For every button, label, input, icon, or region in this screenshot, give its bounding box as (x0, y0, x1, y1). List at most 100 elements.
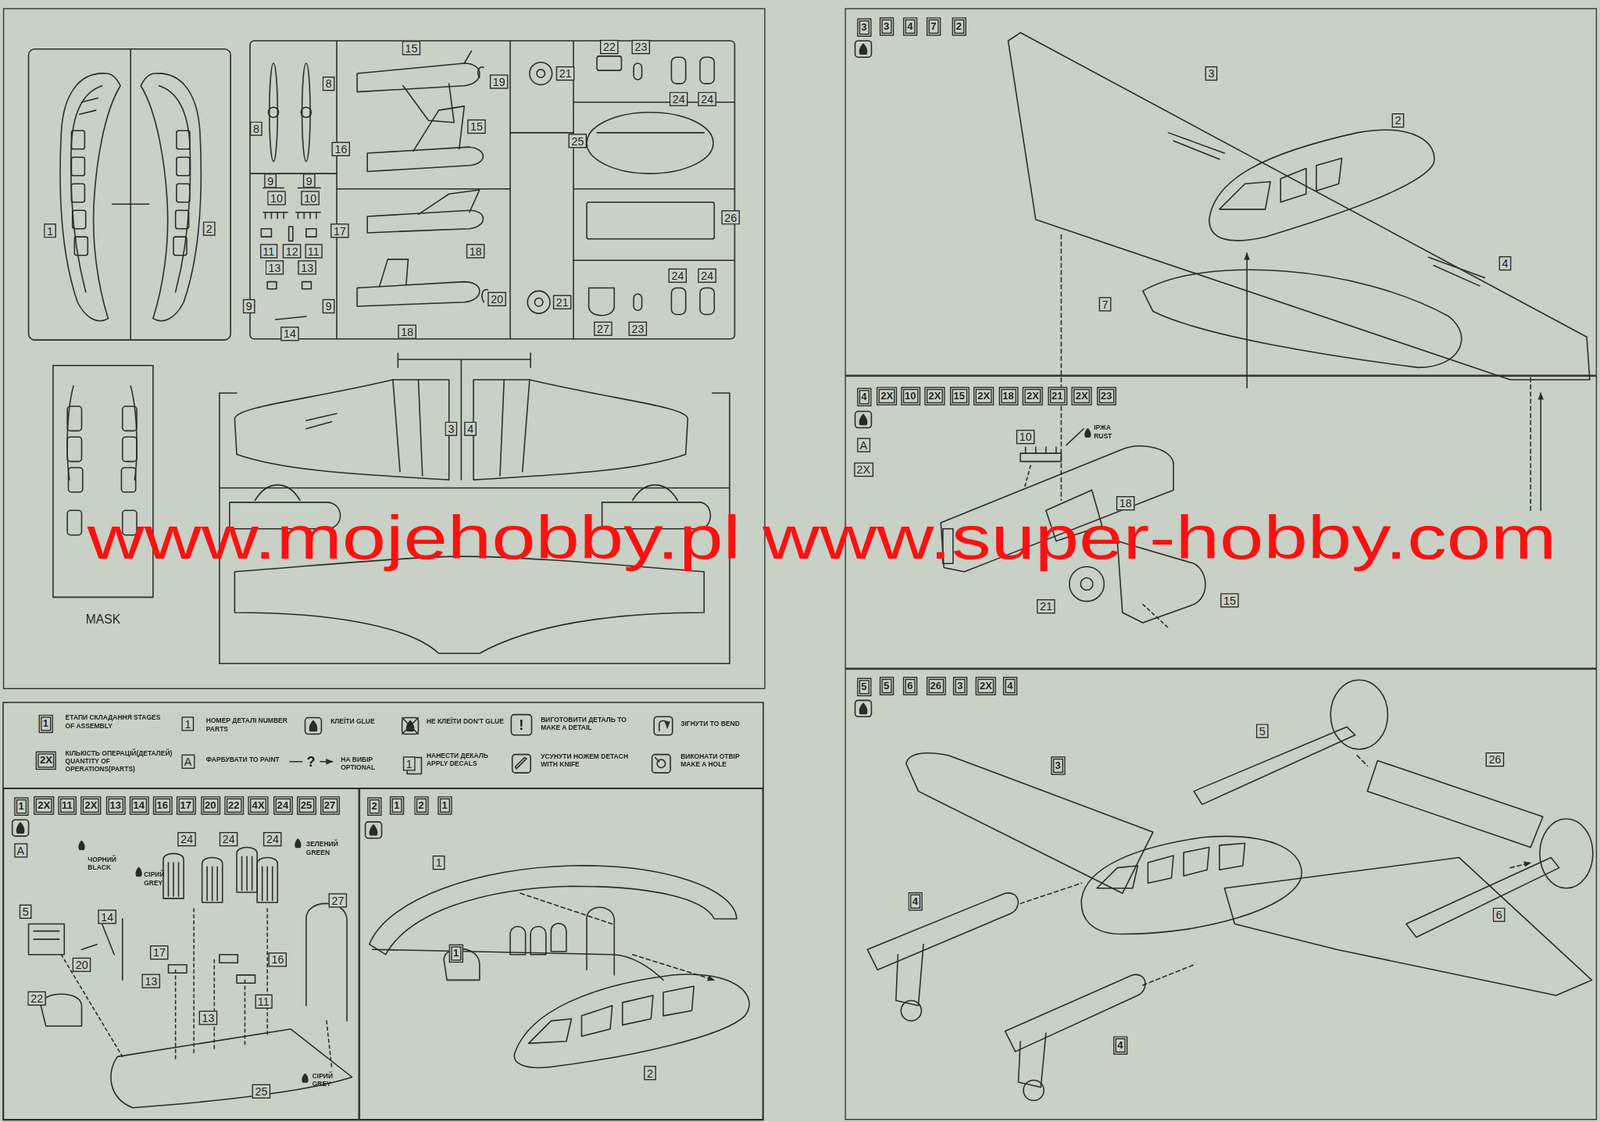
callout-number: 3 (1050, 756, 1065, 775)
callout-number: 4 (1113, 1035, 1128, 1055)
glue-icon (855, 411, 872, 429)
step4-drawing (1024, 465, 1031, 489)
callout-number: 24 (697, 268, 717, 283)
step5-drawing (1018, 1032, 1047, 1087)
step2-drawing (528, 985, 695, 1043)
callout-number: 2X (924, 386, 945, 406)
step4-drawing (1142, 604, 1169, 629)
step2-drawing (369, 865, 737, 955)
fuselage-sprue (129, 49, 132, 340)
step5-drawing (1330, 679, 1388, 750)
callout-number: 11 (259, 243, 278, 258)
step1-drawing (60, 954, 332, 1068)
parts-sprue (263, 212, 321, 219)
parts-sprue (509, 40, 511, 340)
step-number: 2 (367, 796, 382, 816)
callout-number: 27 (328, 892, 348, 908)
step1-drawing (236, 975, 256, 983)
fuselage-sprue (175, 210, 190, 229)
wing-sprue (473, 379, 688, 480)
fuselage-sprue (140, 73, 201, 322)
callout-number: 5 (19, 904, 33, 919)
step2-drawing (586, 907, 615, 975)
parts-sprue (335, 40, 338, 340)
parts-sprue (336, 188, 511, 190)
step3-drawing (1539, 392, 1542, 511)
glue-icon (365, 821, 383, 839)
callout-number: 2X (876, 386, 897, 406)
paint-note: ЗЕЛЕНИЙ GREEN (306, 839, 350, 856)
wing-sprue (500, 379, 530, 476)
fuselage-sprue (28, 49, 232, 340)
step-panel: 5 (844, 668, 1597, 1121)
assembly-illustration (3, 32, 1593, 1121)
step5-drawing (906, 753, 1154, 893)
callout-number: 10 (300, 190, 320, 205)
callout-number: 1 (389, 796, 404, 815)
callout-number: 13 (105, 796, 125, 815)
parts-sprue (534, 298, 543, 307)
callout-number: 23 (628, 321, 648, 336)
step5-drawing (1193, 726, 1355, 804)
step1-drawing (168, 964, 188, 973)
callout-number: 17 (330, 223, 350, 238)
wing-sprue (255, 485, 300, 501)
callout-number: 20 (487, 292, 507, 307)
callout-number: 9 (264, 173, 277, 188)
callout-number: 5 (879, 676, 894, 696)
callout-number: 8 (250, 121, 263, 136)
step3-drawing (1246, 253, 1248, 388)
wing-sprue (234, 556, 704, 654)
callout-number: 24 (697, 92, 717, 107)
glue-icon (17, 822, 25, 833)
parts-sprue (596, 132, 704, 134)
parts-sprue (267, 282, 277, 290)
callout-number: 25 (296, 796, 316, 815)
symbol-glyph: ! (518, 717, 524, 733)
step3-drawing (1209, 129, 1435, 241)
callout-number: 22 (224, 796, 244, 815)
callout-number: 26 (721, 210, 740, 225)
callout-number: 11 (254, 994, 273, 1009)
canopy-mask (67, 406, 82, 431)
callout-number: 18 (397, 325, 417, 340)
step1-drawing (28, 847, 353, 1108)
parts-sprue (589, 287, 615, 315)
callout-number: 14 (97, 909, 117, 924)
legend-text: ФАРБУВАТИ TO PAINT (206, 755, 299, 764)
parts-sprue (250, 40, 735, 340)
callout-number: 12 (282, 243, 302, 258)
canopy-mask (67, 436, 82, 461)
callout-number: 23 (631, 39, 650, 54)
callout-number: 13 (199, 1010, 218, 1025)
callout-number: 7 (1099, 296, 1112, 311)
callout-number: 4 (1003, 676, 1018, 696)
step1-drawing (110, 1028, 353, 1108)
parts-sprue (573, 259, 735, 261)
parts-sprue (700, 287, 715, 315)
step5-drawing (900, 1000, 922, 1022)
callout-number: 6 (903, 676, 918, 696)
callout-number: 1 (181, 716, 194, 731)
callout-number: 11 (57, 796, 77, 815)
callout-number: 10 (1016, 429, 1036, 444)
step5-drawing (896, 944, 924, 1006)
callout-number: 4 (1499, 256, 1512, 271)
wing-sprue (234, 379, 449, 480)
no-glue-icon (402, 717, 419, 735)
glue-icon (859, 703, 867, 714)
legend-text: КЛЕЇТИ GLUE (330, 717, 392, 726)
callout-number: 9 (322, 299, 336, 314)
callout-number: 15 (467, 119, 486, 134)
fuselage-sprue (130, 203, 150, 206)
canopy-mask (122, 406, 137, 431)
callout-number: 4 (907, 892, 922, 911)
hole-icon (652, 754, 672, 774)
parts-sprue (482, 289, 488, 303)
callout-number: 3 (879, 17, 894, 36)
knife-icon (512, 754, 532, 774)
step5-drawing (1224, 857, 1592, 996)
parts-sprue (418, 189, 480, 215)
glue-icon (859, 414, 867, 425)
parts-sprue (268, 107, 279, 118)
